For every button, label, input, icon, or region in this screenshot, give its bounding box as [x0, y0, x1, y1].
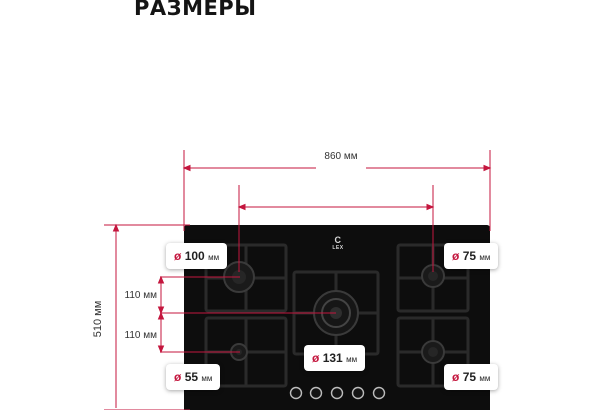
- knob-5[interactable]: [372, 386, 386, 400]
- diameter-badge-bottom-left: ø 55 мм: [166, 364, 221, 390]
- diameter-badge-top-right: ø 75 мм: [444, 243, 499, 269]
- burner-bottom-right: [421, 340, 445, 364]
- knob-1[interactable]: [289, 386, 303, 400]
- brand-logo-icon: C: [334, 235, 342, 245]
- brand-logo: C LEX: [328, 235, 348, 252]
- diameter-badge-top-left: ø 100 мм: [166, 243, 228, 269]
- diameter-badge-bottom-right: ø 75 мм: [444, 364, 499, 390]
- spacing-top-label: 110 мм: [125, 290, 158, 301]
- height-dimension-label: 510 мм: [92, 301, 104, 338]
- diameter-badge-center: ø 131 мм: [304, 345, 366, 371]
- knob-3[interactable]: [330, 386, 344, 400]
- control-knobs: [289, 386, 386, 400]
- knob-2[interactable]: [309, 386, 323, 400]
- knob-4[interactable]: [351, 386, 365, 400]
- spacing-bottom-label: 110 мм: [125, 330, 158, 341]
- width-dimension-label: 860 мм: [324, 151, 357, 162]
- page-title: РАЗМЕРЫ: [134, 0, 257, 20]
- brand-name: LEX: [332, 245, 344, 251]
